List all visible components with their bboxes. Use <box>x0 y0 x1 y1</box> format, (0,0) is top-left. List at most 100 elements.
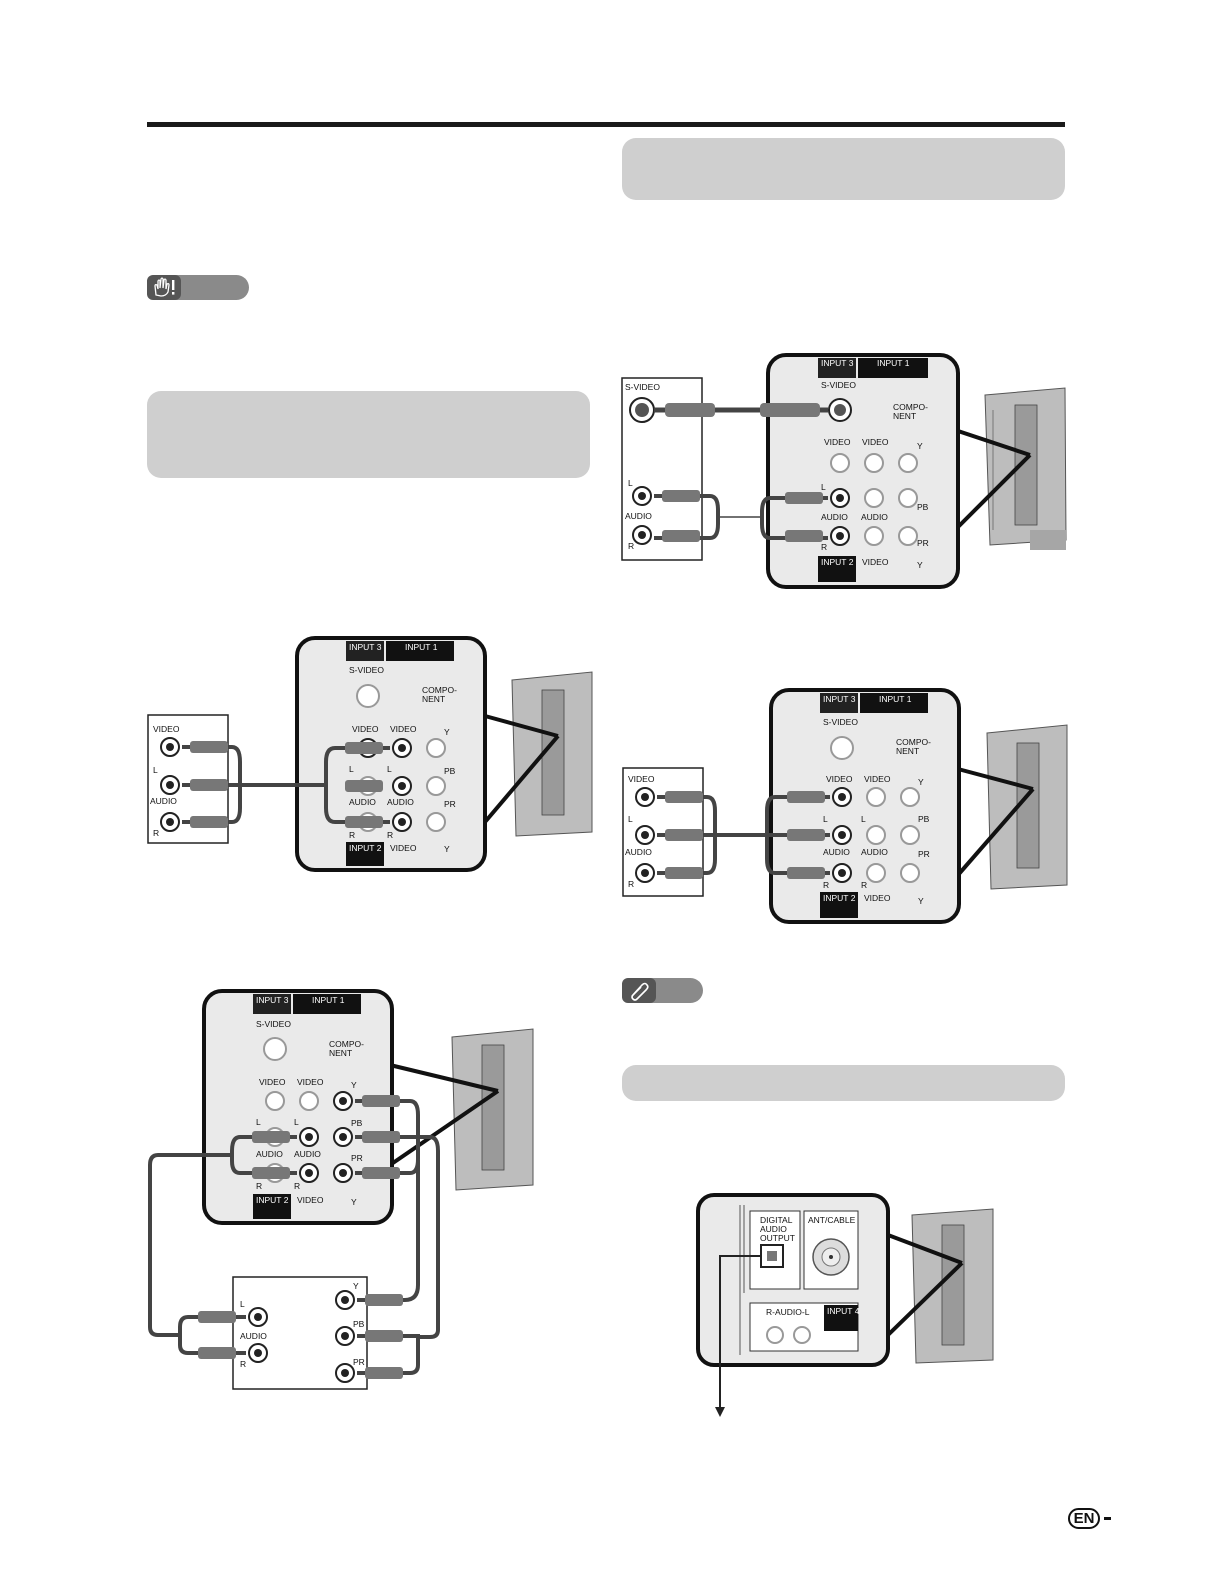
label-video: VIDEO <box>297 1077 324 1087</box>
label-audio: AUDIO <box>150 796 177 806</box>
label-y: Y <box>918 896 924 906</box>
tv-rear-silhouette <box>451 1028 534 1191</box>
label-r: R <box>256 1181 262 1191</box>
label-audio: AUDIO <box>625 847 652 857</box>
label-audio: AUDIO <box>349 797 376 807</box>
label-pr: PR <box>353 1357 365 1367</box>
label-input3: INPUT 3 <box>821 358 854 368</box>
label-r: R <box>628 541 634 551</box>
label-audio: AUDIO <box>861 512 888 522</box>
device-svideo-label: S-VIDEO <box>625 382 660 392</box>
label-video: VIDEO <box>390 843 417 853</box>
label-component: COMPO-NENT <box>893 402 928 421</box>
label-pr: PR <box>444 799 456 809</box>
label-y: Y <box>353 1281 359 1291</box>
label-input1: INPUT 1 <box>877 358 910 368</box>
section-header-box-digital-audio <box>622 1065 1065 1101</box>
label-input3: INPUT 3 <box>349 642 382 652</box>
label-video: VIDEO <box>862 437 889 447</box>
label-video: VIDEO <box>153 724 180 734</box>
label-y: Y <box>917 560 923 570</box>
label-input4: INPUT 4 <box>827 1306 860 1316</box>
label-svideo: S-VIDEO <box>256 1019 291 1029</box>
label-l: L <box>153 765 158 775</box>
label-y: Y <box>917 441 923 451</box>
label-input2: INPUT 2 <box>256 1195 289 1205</box>
label-audio: AUDIO <box>294 1149 321 1159</box>
label-l: L <box>821 482 826 492</box>
label-video: VIDEO <box>864 774 891 784</box>
label-component: COMPO-NENT <box>422 685 457 704</box>
label-audio: AUDIO <box>861 847 888 857</box>
label-audio: AUDIO <box>387 797 414 807</box>
label-audio: AUDIO <box>821 512 848 522</box>
label-video: VIDEO <box>826 774 853 784</box>
caution-hand-icon <box>147 275 181 300</box>
label-l: L <box>628 478 633 488</box>
label-pb: PB <box>918 814 930 824</box>
label-l: L <box>861 814 866 824</box>
label-l: L <box>256 1117 261 1127</box>
label-video: VIDEO <box>864 893 891 903</box>
label-l: L <box>628 814 633 824</box>
label-video: VIDEO <box>390 724 417 734</box>
tv-rear-silhouette <box>986 724 1068 890</box>
label-y: Y <box>351 1080 357 1090</box>
label-pb: PB <box>444 766 456 776</box>
label-input2: INPUT 2 <box>349 843 382 853</box>
label-svideo: S-VIDEO <box>349 665 384 675</box>
label-y: Y <box>444 727 450 737</box>
label-l: L <box>349 764 354 774</box>
label-input1: INPUT 1 <box>405 642 438 652</box>
diagram-composite-connection-right: VIDEO L AUDIO R INPUT 3 INPUT 1 S-VIDEO … <box>622 688 1068 924</box>
label-l: L <box>240 1299 245 1309</box>
note-pill <box>622 978 703 1003</box>
label-input1: INPUT 1 <box>312 995 345 1005</box>
label-pr: PR <box>918 849 930 859</box>
label-pr: PR <box>917 538 929 548</box>
label-video: VIDEO <box>352 724 379 734</box>
label-r: R <box>823 880 829 890</box>
label-video: VIDEO <box>628 774 655 784</box>
label-video: VIDEO <box>862 557 889 567</box>
diagram-composite-connection-left: VIDEO L AUDIO R INPUT 3 INPUT 1 S-VIDEO … <box>147 636 593 872</box>
label-audio: AUDIO <box>256 1149 283 1159</box>
label-pb: PB <box>353 1319 365 1329</box>
label-l: L <box>823 814 828 824</box>
label-video: VIDEO <box>259 1077 286 1087</box>
label-video: VIDEO <box>824 437 851 447</box>
diagram-component-connection: INPUT 3 INPUT 1 S-VIDEO COMPO-NENT VIDEO… <box>148 989 534 1390</box>
tv-rear-silhouette <box>911 1208 994 1364</box>
label-audio: AUDIO <box>823 847 850 857</box>
label-r: R <box>861 880 867 890</box>
label-l: L <box>294 1117 299 1127</box>
note-paperclip-icon <box>622 978 656 1003</box>
label-r: R <box>294 1181 300 1191</box>
diagram-svideo-connection: S-VIDEO L AUDIO R INPUT 3 INPUT 1 S-VIDE… <box>621 353 1067 589</box>
label-y: Y <box>918 777 924 787</box>
label-r: R <box>821 542 827 552</box>
label-input1: INPUT 1 <box>879 694 912 704</box>
label-r: R <box>153 828 159 838</box>
label-pb: PB <box>917 502 929 512</box>
label-r: R <box>349 830 355 840</box>
label-r: R <box>628 879 634 889</box>
label-input2: INPUT 2 <box>821 557 854 567</box>
label-video: VIDEO <box>297 1195 324 1205</box>
tv-rear-silhouette <box>511 671 593 837</box>
label-r: R <box>387 830 393 840</box>
section-header-box-composite <box>147 391 590 478</box>
label-l: L <box>387 764 392 774</box>
section-header-box-svideo <box>622 138 1065 200</box>
label-pb: PB <box>351 1118 363 1128</box>
label-pr: PR <box>351 1153 363 1163</box>
label-r: R <box>240 1359 246 1369</box>
label-r-audio-l: R-AUDIO-L <box>766 1307 810 1317</box>
label-ant-cable: ANT/CABLE <box>808 1215 856 1225</box>
header-rule <box>147 122 1065 127</box>
label-input3: INPUT 3 <box>823 694 856 704</box>
tv-rear-silhouette <box>984 387 1067 550</box>
label-audio: AUDIO <box>240 1331 267 1341</box>
